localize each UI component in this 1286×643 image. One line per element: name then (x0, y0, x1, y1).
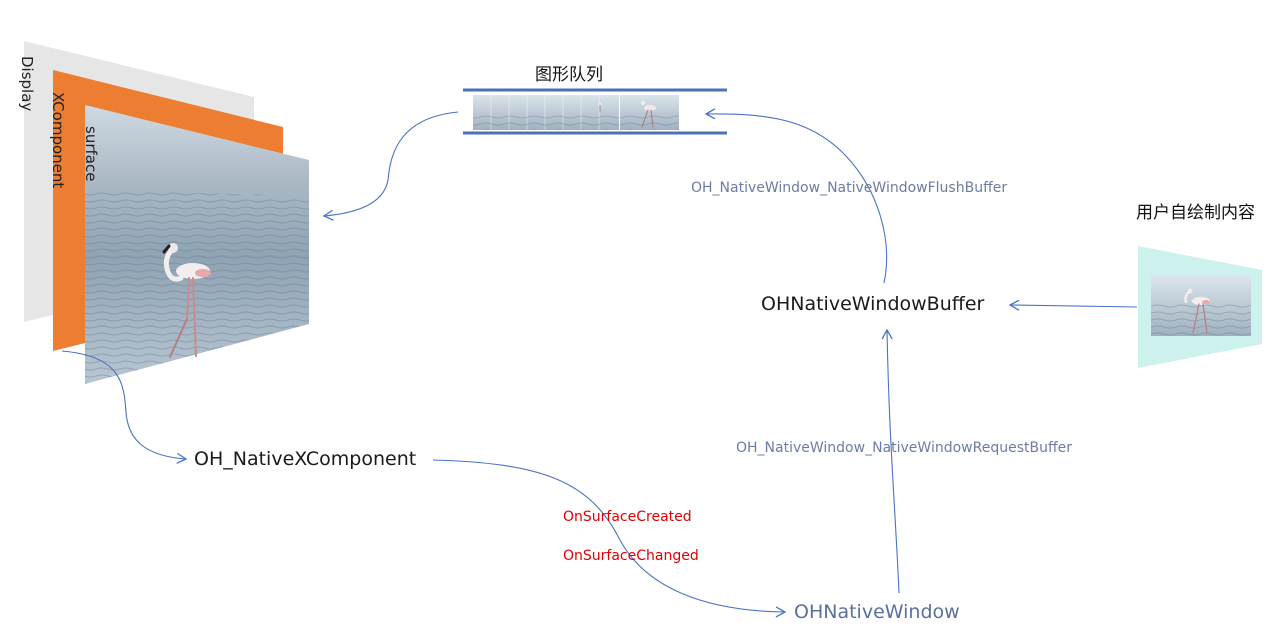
arrow-nativexcomponent-to-nativewindow (432, 459, 787, 618)
arrow-usercontent-to-buffer (1008, 299, 1138, 311)
node-native-xcomponent: OH_NativeXComponent (194, 448, 417, 470)
arrow-xcomponent-to-nativexcomponent (61, 350, 188, 464)
display-label: Display (18, 56, 36, 112)
surface-image (85, 105, 309, 384)
user-content-title: 用户自绘制内容 (1136, 203, 1255, 223)
arrow-nativewindow-to-buffer (881, 328, 900, 594)
node-native-window: OHNativeWindow (794, 601, 960, 623)
user-content-image (1151, 276, 1251, 336)
surface-created-label: OnSurfaceCreated (563, 509, 692, 525)
node-native-window-buffer: OHNativeWindowBuffer (761, 293, 985, 315)
xcomponent-label: XComponent (49, 92, 67, 189)
queue-frames (473, 95, 679, 130)
surface-label: surface (82, 126, 100, 182)
request-buffer-label: OH_NativeWindow_NativeWindowRequestBuffe… (736, 440, 1072, 456)
flush-buffer-label: OH_NativeWindow_NativeWindowFlushBuffer (691, 180, 1008, 196)
queue-title: 图形队列 (535, 65, 603, 85)
arrow-queue-to-surface (322, 111, 459, 221)
surface-changed-label: OnSurfaceChanged (563, 548, 699, 564)
arrow-buffer-to-queue (704, 108, 888, 284)
